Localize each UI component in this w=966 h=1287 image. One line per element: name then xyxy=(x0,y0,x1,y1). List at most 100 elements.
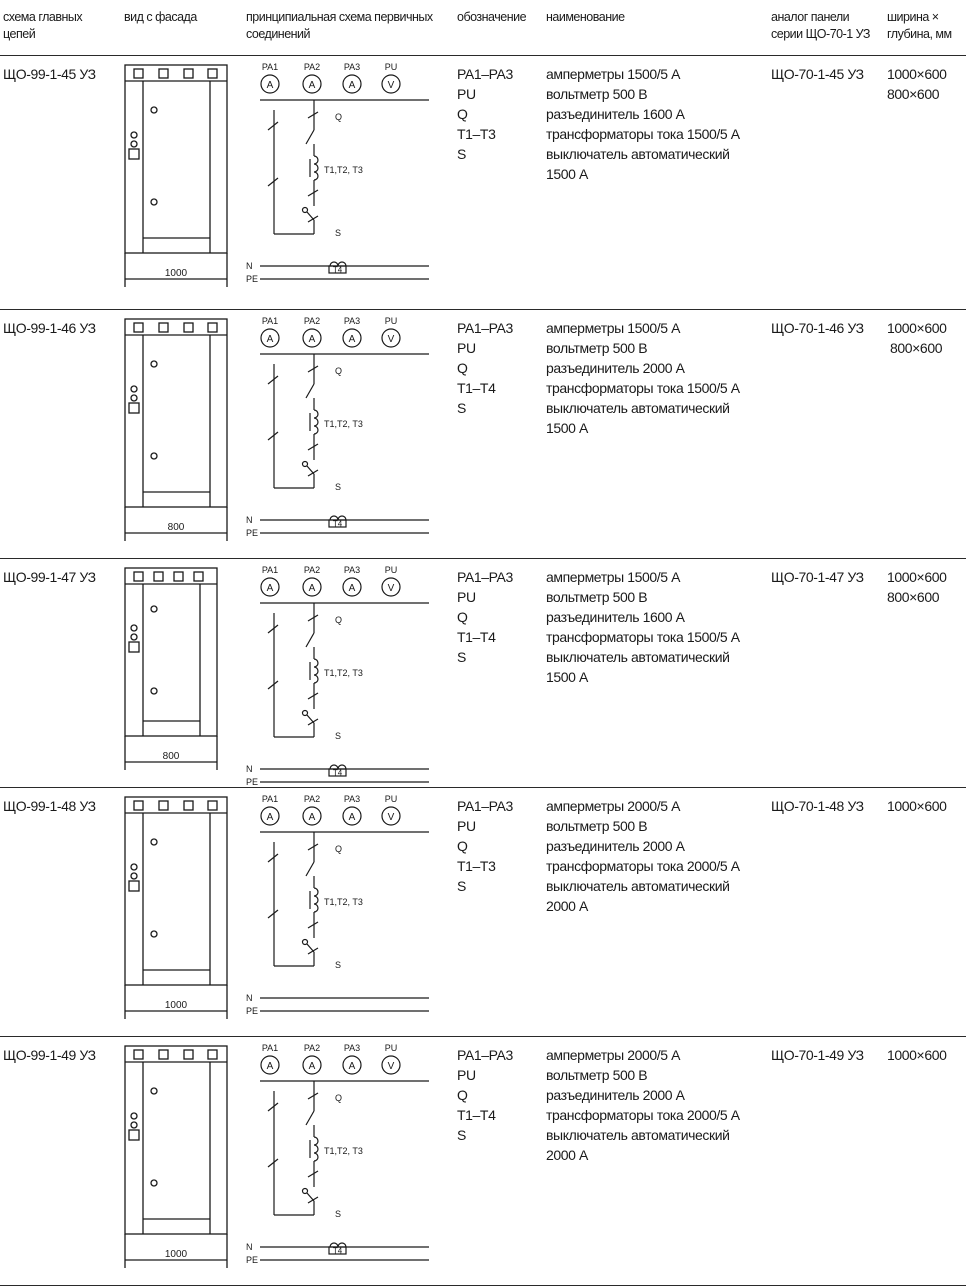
header-name: наименование xyxy=(546,9,625,26)
header-divider xyxy=(0,55,966,56)
dimension-value: 800×600 xyxy=(887,86,940,102)
component-name-line: разъединитель 1600 А xyxy=(546,609,685,625)
facade-view: 1000 xyxy=(124,1045,228,1268)
meter-symbol: A xyxy=(309,334,316,345)
indicator-square xyxy=(183,1049,194,1060)
ammeter-icon xyxy=(260,74,280,94)
dimension-value: 1000×600 xyxy=(887,798,947,814)
meter-symbol: A xyxy=(309,583,316,594)
facade-width-label: 800 xyxy=(168,522,185,533)
q-label: Q xyxy=(335,1093,342,1103)
component-name-line: вольтметр 500 В xyxy=(546,589,648,605)
component-name-line: выключатель автоматический xyxy=(546,878,730,894)
header-diagram: принципиальная схема первичных соединени… xyxy=(246,9,433,43)
n-label: N xyxy=(246,1242,253,1252)
facade-width-label: 1000 xyxy=(165,268,188,279)
q-label: Q xyxy=(335,112,342,122)
header-dims: ширина × глубина, мм xyxy=(887,9,952,43)
indicator-square xyxy=(183,322,194,333)
current-transformer-icon xyxy=(313,155,319,181)
meter-label: PU xyxy=(385,565,398,575)
designation-item: S xyxy=(457,878,466,894)
panel-code: ЩО-99-1-48 УЗ xyxy=(3,798,96,814)
door-lock xyxy=(150,360,158,368)
n-label: N xyxy=(246,764,253,774)
indicator-square xyxy=(158,322,169,333)
ammeter-icon xyxy=(260,1055,280,1075)
dimension-value: 1000×600 xyxy=(887,320,947,336)
designation-item: PA1–PA3 xyxy=(457,66,513,82)
q-label: Q xyxy=(335,844,342,854)
voltmeter-icon xyxy=(381,74,401,94)
ct-label: T1,T2, T3 xyxy=(324,897,363,907)
door-lock xyxy=(150,198,158,206)
cabinet-frame xyxy=(124,796,228,986)
component-name-line: разъединитель 2000 А xyxy=(546,360,685,376)
component-name-line: 2000 А xyxy=(546,898,588,914)
header-analog: аналог панели серии ЩО-70-1 УЗ xyxy=(771,9,870,43)
analog-panel: ЩО-70-1-46 УЗ xyxy=(771,320,864,336)
designation-item: PU xyxy=(457,818,476,834)
component-name-line: 1500 А xyxy=(546,669,588,685)
ammeter-icon xyxy=(260,806,280,826)
designation-item: PA1–PA3 xyxy=(457,798,513,814)
analog-panel: ЩО-70-1-45 УЗ xyxy=(771,66,864,82)
table-header: схема главных цепей вид с фасада принцип… xyxy=(0,0,966,56)
ct-label: T1,T2, T3 xyxy=(324,165,363,175)
ammeter-icon xyxy=(302,577,322,597)
indicator-square xyxy=(158,800,169,811)
door-lock xyxy=(150,106,158,114)
meter-symbol: A xyxy=(349,334,356,345)
designation-item: PA1–PA3 xyxy=(457,1047,513,1063)
ct-label: T1,T2, T3 xyxy=(324,419,363,429)
meter-symbol: A xyxy=(267,80,274,91)
breaker-contact xyxy=(301,938,309,946)
header-designation-line1: обозначение xyxy=(457,10,527,24)
panel-code: ЩО-99-1-45 УЗ xyxy=(3,66,96,82)
component-name-line: вольтметр 500 В xyxy=(546,340,648,356)
n-label: N xyxy=(246,993,253,1003)
designation-item: T1–T4 xyxy=(457,1107,496,1123)
meter-label: PA2 xyxy=(304,565,320,575)
ammeter-icon xyxy=(342,74,362,94)
component-name-line: 1500 А xyxy=(546,420,588,436)
voltmeter-icon xyxy=(381,577,401,597)
s-label: S xyxy=(335,1209,341,1219)
meter-symbol: A xyxy=(349,80,356,91)
s-label: S xyxy=(335,731,341,741)
voltmeter-icon xyxy=(381,328,401,348)
door-lock xyxy=(150,1087,158,1095)
meter-label: PU xyxy=(385,316,398,326)
n-label: N xyxy=(246,261,253,271)
dimension-value: 1000×600 xyxy=(887,1047,947,1063)
designation-item: S xyxy=(457,649,466,665)
pe-label: PE xyxy=(246,1255,258,1265)
header-dims-line1: ширина × xyxy=(887,10,939,24)
designation-item: T1–T4 xyxy=(457,629,496,645)
meter-label: PA3 xyxy=(344,62,360,72)
header-scheme-line2: цепей xyxy=(3,27,36,41)
facade-width-label: 1000 xyxy=(165,1000,188,1011)
breaker-contact xyxy=(301,206,309,214)
component-name-line: амперметры 1500/5 А xyxy=(546,320,681,336)
side-switch xyxy=(128,402,140,414)
meter-symbol: V xyxy=(388,80,395,91)
side-switch xyxy=(128,880,140,892)
component-name-line: трансформаторы тока 1500/5 А xyxy=(546,629,740,645)
ammeter-icon xyxy=(342,806,362,826)
designation-item: Q xyxy=(457,360,468,376)
designation-item: PU xyxy=(457,589,476,605)
breaker-contact xyxy=(301,1187,309,1195)
s-label: S xyxy=(335,228,341,238)
header-analog-line2: серии ЩО-70-1 УЗ xyxy=(771,27,870,41)
indicator-square xyxy=(133,68,144,79)
header-facade-line1: вид с фасада xyxy=(124,10,197,24)
